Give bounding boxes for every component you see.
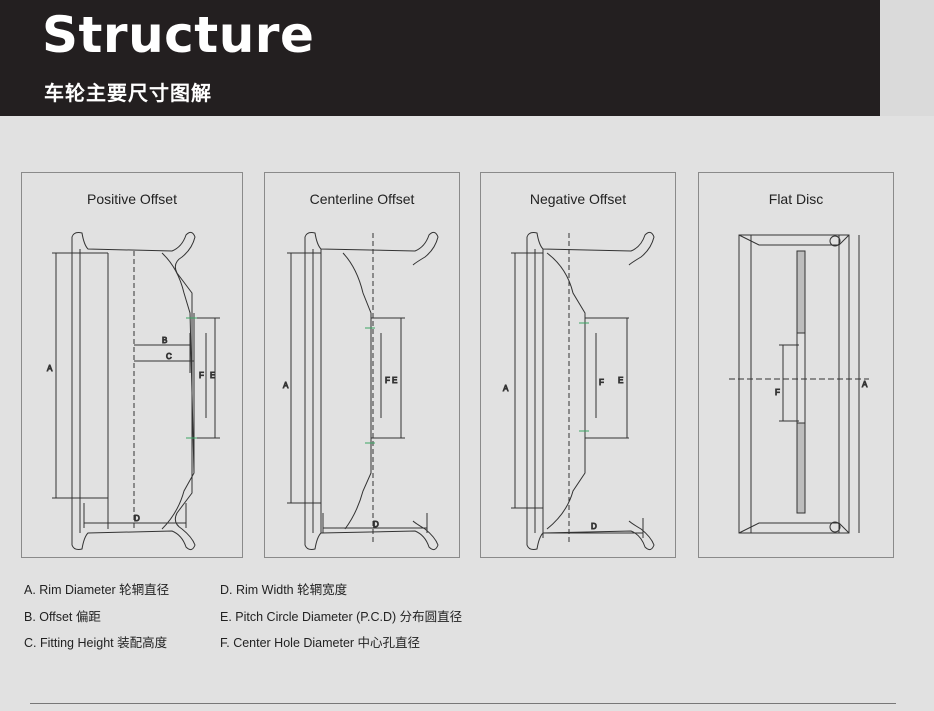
- lock-ring: [829, 235, 841, 247]
- rim-body: [738, 234, 850, 534]
- rim-profile: [304, 231, 439, 266]
- dim-label-e: E: [210, 371, 215, 380]
- legend-offset: B. Offset 偏距: [24, 610, 101, 624]
- panel-negative-offset: Negative Offset A F E D: [480, 172, 676, 558]
- legend-pcd: E. Pitch Circle Diameter (P.C.D) 分布圆直径: [220, 610, 463, 624]
- dim-label-b: B: [162, 336, 167, 345]
- legend-rim-width: D. Rim Width 轮辋宽度: [220, 583, 348, 597]
- dim-label-d: D: [591, 522, 597, 531]
- panel-title: Flat Disc: [768, 191, 824, 207]
- dim-label-f: F: [385, 376, 390, 385]
- dim-label-a: A: [503, 384, 509, 393]
- positive-offset-drawing: A B C F E D: [47, 231, 220, 551]
- dim-label-f: F: [775, 388, 780, 397]
- dim-label-e: E: [392, 376, 397, 385]
- legend-fitting-height: C. Fitting Height 装配高度: [24, 636, 168, 650]
- panel-title: Centerline Offset: [309, 191, 415, 207]
- panel-positive-offset: Positive Offset A B C F E D: [21, 172, 243, 558]
- header-side-strip: [880, 0, 934, 116]
- page-subtitle: 车轮主要尺寸图解: [44, 81, 212, 105]
- panel-title: Negative Offset: [529, 191, 627, 207]
- rim-profile: [526, 231, 655, 266]
- header-banner: Structure 车轮主要尺寸图解: [0, 0, 880, 116]
- panel-flat-disc: Flat Disc F A: [698, 172, 894, 558]
- dim-label-f: F: [599, 378, 604, 387]
- negative-offset-drawing: A F E D: [503, 231, 655, 551]
- legend-rim-diameter: A. Rim Diameter 轮辋直径: [24, 583, 170, 597]
- page-title: Structure: [42, 6, 315, 64]
- dim-label-c: C: [166, 352, 172, 361]
- disc-profile: [546, 252, 586, 530]
- disc-profile: [161, 252, 195, 530]
- dim-label-a: A: [47, 364, 53, 373]
- flat-disc-drawing: F A: [729, 234, 869, 534]
- centerline-offset-drawing: A F E D: [283, 231, 439, 551]
- panel-centerline-offset: Centerline Offset A F E D: [264, 172, 460, 558]
- legend-center-hole: F. Center Hole Diameter 中心孔直径: [220, 636, 421, 650]
- dim-label-a: A: [283, 381, 289, 390]
- footer-divider: [30, 703, 896, 704]
- dim-label-d: D: [134, 514, 140, 523]
- dim-label-e: E: [618, 376, 623, 385]
- panel-title: Positive Offset: [86, 191, 177, 207]
- dim-label-a: A: [862, 380, 868, 389]
- dim-label-d: D: [373, 520, 379, 529]
- rim-flange: [738, 234, 850, 246]
- disc-profile: [342, 252, 372, 530]
- dim-label-f: F: [199, 371, 204, 380]
